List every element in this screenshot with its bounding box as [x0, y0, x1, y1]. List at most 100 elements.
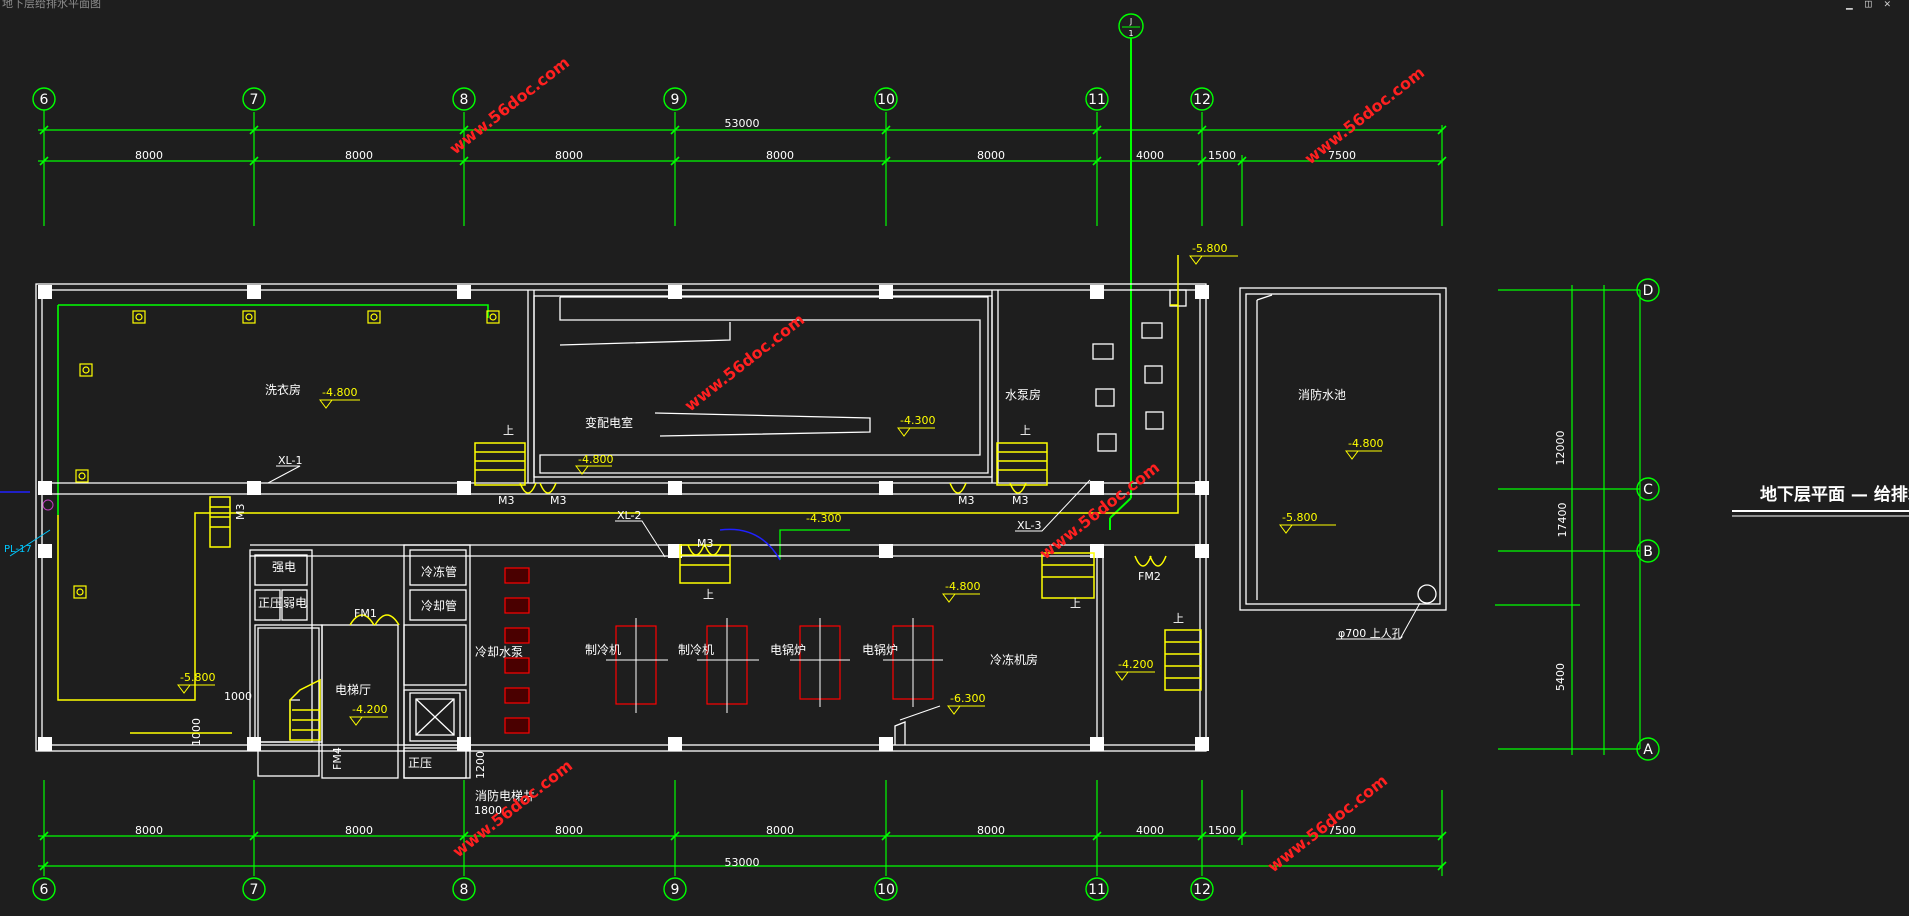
axis-bubble-12: 12	[1190, 877, 1214, 901]
label-pl: PL-17	[4, 544, 32, 555]
bottom-span-dim: 4000	[1136, 824, 1164, 837]
level-pump-top: -5.800	[1192, 242, 1227, 255]
room-fire-elevator: 消防电梯井	[475, 788, 535, 803]
riser-pipes	[0, 491, 781, 561]
axis-number: 11	[1088, 92, 1106, 108]
room-pressure-2: 正压	[408, 756, 432, 770]
minimize-button[interactable]: ▁	[1846, 0, 1853, 10]
room-chiller: 冷冻机房	[990, 652, 1038, 667]
level-stair-right: -4.200	[1118, 658, 1153, 671]
axis-bubble-8: 8	[452, 87, 476, 111]
small-dim: 1200	[474, 751, 487, 779]
document-title: 地下层给排水平面图	[2, 0, 101, 10]
axis-bubble-9: 9	[663, 87, 687, 111]
label-m3-e: M3	[697, 537, 714, 550]
bottom-span-dim: 7500	[1328, 824, 1356, 837]
axis-number: 9	[671, 92, 680, 108]
label-m3-f: M3	[234, 504, 247, 521]
watermark: www.56doc.com	[681, 310, 808, 415]
axis-number: 9	[671, 882, 680, 898]
bottom-span-dim: 8000	[977, 824, 1005, 837]
small-dim: 1000	[224, 690, 252, 703]
axis-number: 12	[1193, 92, 1211, 108]
bottom-span-dim: 8000	[766, 824, 794, 837]
bottom-span-dim: 8000	[555, 824, 583, 837]
label-up-5: 上	[1173, 612, 1184, 625]
level-laundry: -4.800	[322, 386, 357, 399]
room-fire-pool: 消防水池	[1298, 387, 1346, 402]
axis-bubble-7: 7	[242, 87, 266, 111]
label-m3-b: M3	[550, 494, 567, 507]
level-marks: -4.800 -4.800 -4.300 -4.300 -5.800 -4.80…	[180, 242, 1383, 716]
label-m3-c: M3	[958, 494, 975, 507]
small-dim: 1000	[190, 718, 203, 746]
top-span-dim: 7500	[1328, 149, 1356, 162]
label-xl3: XL-3	[1017, 519, 1041, 532]
close-button[interactable]: ✕	[1884, 0, 1891, 10]
level-triangles	[177, 255, 1382, 726]
axis-bubble-B: B	[1636, 539, 1660, 563]
label-boiler-2: 电锅炉	[862, 642, 898, 657]
room-cooling-pipe: 冷却管	[421, 598, 457, 613]
bottom-total-dim: 53000	[725, 856, 760, 869]
label-up-3: 上	[703, 588, 714, 601]
level-sub-corridor: -4.800	[578, 453, 613, 466]
extra-axis-num: J	[1129, 17, 1132, 26]
label-chiller-2: 制冷机	[678, 643, 714, 657]
level-left: -5.800	[180, 671, 215, 684]
axis-bubble-D: D	[1636, 278, 1660, 302]
label-up-4: 上	[1070, 597, 1081, 610]
axis-number: 6	[40, 882, 49, 898]
room-labels: 洗衣房 变配电室 水泵房 消防水池 冷冻机房 电梯厅 冷却水泵 制冷机 制冷机 …	[258, 382, 1346, 803]
top-span-dim: 8000	[345, 149, 373, 162]
label-xl1: XL-1	[278, 454, 302, 467]
maximize-button[interactable]: ◫	[1865, 0, 1872, 10]
axis-number: 10	[877, 882, 895, 898]
leader-lines	[267, 465, 1421, 721]
axis-number: 8	[460, 882, 469, 898]
axis-bubble-9: 9	[663, 877, 687, 901]
room-strong-elec: 强电	[272, 560, 296, 574]
level-fire-pool-2: -5.800	[1282, 511, 1317, 524]
axis-bubble-A: A	[1636, 737, 1660, 761]
axis-letter: C	[1643, 482, 1653, 498]
room-cooling-pump: 冷却水泵	[475, 645, 523, 659]
level-elevator: -4.200	[352, 703, 387, 716]
sheet-title: 地下层平面 — 给排水	[1760, 484, 1909, 505]
watermark: www.56doc.com	[449, 756, 576, 861]
axis-bubble-10: 10	[874, 877, 898, 901]
axis-bubble-12: 12	[1190, 87, 1214, 111]
room-pump: 水泵房	[1005, 387, 1041, 402]
top-span-dim: 8000	[977, 149, 1005, 162]
top-span-dim: 8000	[766, 149, 794, 162]
level-substation: -4.300	[900, 414, 935, 427]
room-substation: 变配电室	[585, 415, 633, 430]
equipment-crosshairs	[606, 618, 943, 713]
label-up-2: 上	[1020, 424, 1031, 437]
right-span-dim: 12000	[1554, 431, 1567, 466]
axis-number: 11	[1088, 882, 1106, 898]
axis-bubble-7: 7	[242, 877, 266, 901]
bottom-span-dim: 8000	[135, 824, 163, 837]
axis-letter: D	[1643, 283, 1654, 299]
axis-bubble-6: 6	[32, 87, 56, 111]
room-weak-elec: 弱电	[283, 596, 307, 610]
top-span-dim: 4000	[1136, 149, 1164, 162]
floor-drain-symbols	[73, 310, 500, 599]
label-fm1: FM1	[354, 607, 377, 620]
axis-bubble-C: C	[1636, 477, 1660, 501]
label-fm2: FM2	[1138, 570, 1161, 583]
misc-labels: XL-1 XL-2 XL-3 FM1 FM2 FM4 M3 M3 M3 M3 M…	[234, 424, 1403, 770]
bottom-span-dim: 8000	[345, 824, 373, 837]
axis-bubble-11: 11	[1085, 877, 1109, 901]
top-span-dim: 8000	[555, 149, 583, 162]
room-elevator-hall: 电梯厅	[335, 683, 371, 697]
axis-number: 8	[460, 92, 469, 108]
axis-bubble-11: 11	[1085, 87, 1109, 111]
right-span-dim: 5400	[1554, 663, 1567, 691]
axis-number: 10	[877, 92, 895, 108]
axis-number: 7	[250, 92, 259, 108]
axis-letter: A	[1643, 742, 1653, 758]
